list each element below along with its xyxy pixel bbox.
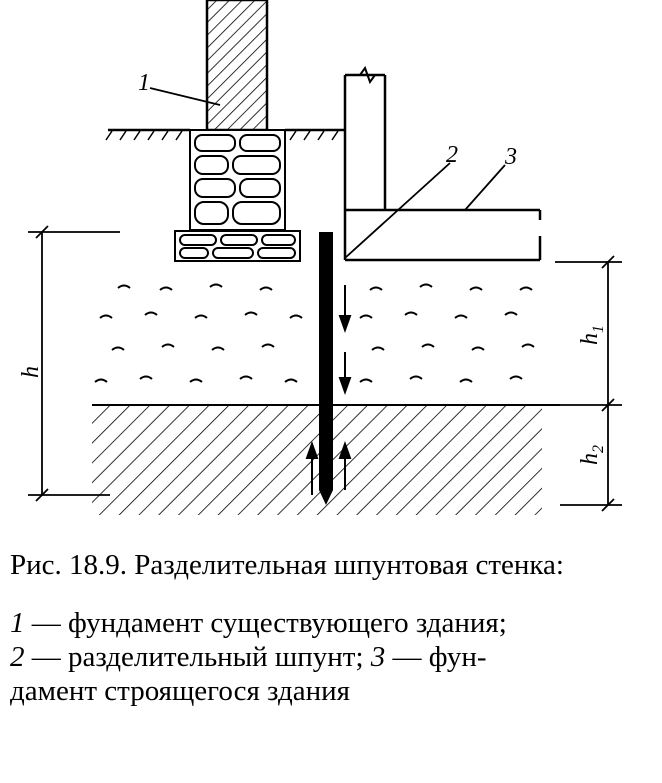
sheet-pile (319, 232, 333, 505)
stone-foundation (174, 129, 301, 262)
existing-wall (205, 0, 269, 132)
groundwater (94, 283, 535, 383)
caption-title: Рис. 18.9. Разделительная шпунтовая стен… (10, 549, 564, 581)
item-number: 2 (10, 641, 25, 673)
callout-3: 3 (504, 144, 517, 170)
figure-caption: Рис. 18.9. Разделительная шпунтовая стен… (10, 548, 650, 708)
item-text: — разделительный шпунт; (31, 641, 364, 673)
callout-2: 2 (446, 142, 458, 168)
dimension-h1-label: h1 (577, 325, 607, 345)
break-mark (359, 65, 376, 85)
dimension-h1-h2 (555, 255, 622, 512)
caption-item-1: 1 — фундамент существующего здания; (10, 606, 650, 640)
item-text: — фундамент существующего здания; (31, 607, 507, 639)
flow-arrows (305, 285, 352, 495)
caption-item-2-3: 2 — разделительный шпунт; 3 — фун- (10, 640, 650, 674)
dimension-h (28, 225, 120, 502)
caption-item-3-cont: дамент строящегося здания (10, 675, 350, 707)
dimension-h2-label: h2 (577, 445, 607, 465)
leader-lines (149, 87, 506, 259)
callout-1: 1 (138, 70, 150, 96)
item-text: — фун- (392, 641, 487, 673)
dimension-h-label: h (18, 366, 44, 378)
new-building (343, 73, 542, 262)
sheet-pile-diagram: 1 2 3 h h1 h2 (18, 0, 622, 515)
item-number: 3 (370, 641, 386, 673)
ground-ticks (105, 130, 339, 141)
item-number: 1 (10, 607, 25, 639)
soil-layer (92, 405, 542, 515)
